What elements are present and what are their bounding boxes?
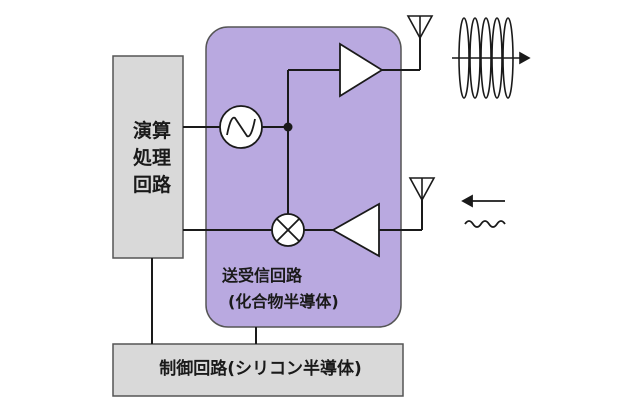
control-label: 制御回路(シリコン半導体) <box>159 359 362 379</box>
processing-label-line-3: 回路 <box>132 174 171 196</box>
processing-label: 演算 処理 回路 <box>117 118 187 199</box>
transceiver-subtitle: (化合物半導体) <box>228 292 339 311</box>
tx-antenna-symbol-icon <box>406 15 434 40</box>
processing-label-line-2: 処理 <box>132 147 171 169</box>
rx-triangle-icon <box>331 202 380 258</box>
tx-triangle-icon <box>339 42 384 98</box>
control-block <box>112 343 404 397</box>
x-circle-icon <box>271 213 305 247</box>
arrow-and-squiggle-icon <box>461 194 506 228</box>
processing-label-line-1: 演算 <box>132 120 171 142</box>
helix-wave-arrow-icon <box>452 17 531 99</box>
rx-antenna-symbol-icon <box>408 177 436 202</box>
junction-dot <box>283 122 293 132</box>
transceiver-block <box>205 26 402 328</box>
sine-wave-circle-icon <box>219 105 263 149</box>
processing-block <box>112 55 184 259</box>
transceiver-title: 送受信回路 <box>222 266 303 285</box>
transceiver-label: 送受信回路 (化合物半導体) <box>222 263 392 315</box>
